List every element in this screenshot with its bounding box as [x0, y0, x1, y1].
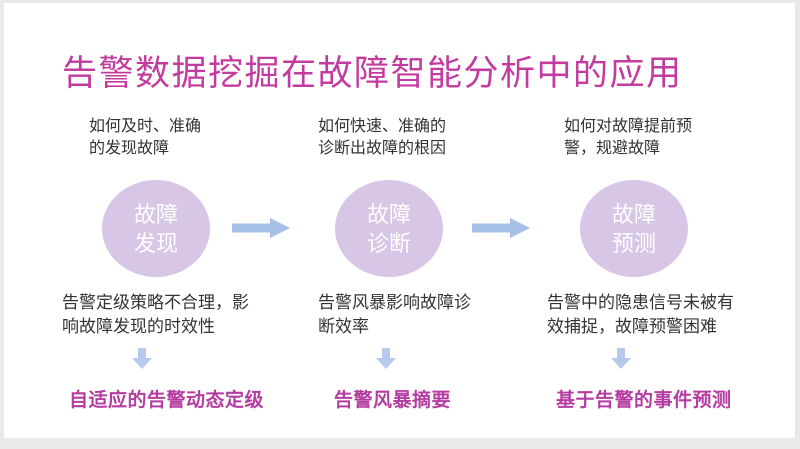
question-fault-discovery: 如何及时、准确 的发现故障 — [89, 118, 202, 157]
solution-fault-prediction: 基于告警的事件预测 — [556, 390, 732, 411]
down-arrow-icon — [376, 348, 396, 369]
question-fault-prediction: 如何对故障提前预 警，规避故障 — [564, 118, 693, 157]
stage-circle-label: 故障 发现 — [133, 201, 178, 256]
solution-fault-diagnosis: 告警风暴摘要 — [334, 390, 452, 411]
stage-circle-label: 故障 预测 — [611, 201, 656, 256]
down-arrow-icon — [611, 348, 631, 369]
solution-fault-discovery: 自适应的告警动态定级 — [69, 390, 265, 411]
slide-title: 告警数据挖掘在故障智能分析中的应用 — [62, 54, 683, 93]
down-arrow-icon — [132, 348, 152, 369]
stage-circle-fault-diagnosis: 故障 诊断 — [335, 180, 443, 277]
stage-circle-fault-discovery: 故障 发现 — [102, 180, 210, 277]
problem-fault-prediction: 告警中的隐患信号未被有 效捕捉，故障预警困难 — [547, 293, 734, 336]
question-fault-diagnosis: 如何快速、准确的 诊断出故障的根因 — [318, 118, 447, 157]
problem-fault-diagnosis: 告警风暴影响故障诊 断效率 — [318, 293, 471, 336]
slide-canvas: 告警数据挖掘在故障智能分析中的应用 如何及时、准确 的发现故障 故障 发现 告警… — [4, 3, 795, 438]
right-arrow-icon — [232, 218, 290, 238]
problem-fault-discovery: 告警定级策略不合理，影 响故障发现的时效性 — [62, 293, 249, 336]
stage-circle-label: 故障 诊断 — [366, 201, 411, 256]
right-arrow-icon — [472, 218, 530, 238]
stage-circle-fault-prediction: 故障 预测 — [580, 180, 688, 277]
